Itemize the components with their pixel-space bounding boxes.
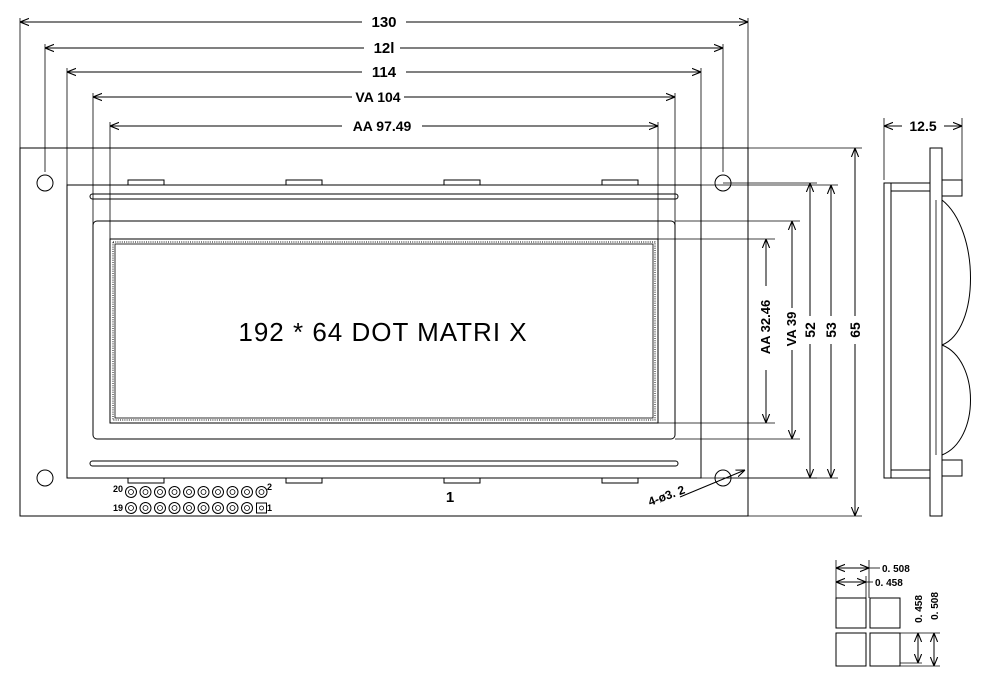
- pixel-cell: [869, 597, 901, 629]
- height-dimensions: AA 32.46 VA 39 52 53 65: [658, 147, 863, 517]
- connector-pad: [226, 486, 239, 498]
- connector-pad: [212, 502, 224, 514]
- pixel-cell: [835, 632, 867, 667]
- connector-pad: [183, 486, 195, 498]
- mounting-hole-top-left: [36, 174, 54, 192]
- pixel-size-vertical: 0. 458: [914, 595, 925, 623]
- connector-pad-hole: [229, 505, 236, 511]
- connector-pad: [139, 486, 152, 498]
- connector-pad: [183, 502, 195, 514]
- connector-pad-hole: [244, 505, 250, 511]
- dim-bezel-height: 53: [823, 322, 839, 338]
- connector-pad: [212, 486, 224, 498]
- dim-view-area-width: VA 104: [355, 89, 400, 105]
- connector-pad: [168, 502, 181, 514]
- pixel-size-horizontal: 0. 458: [875, 578, 903, 589]
- dim-bezel-width: 114: [372, 64, 397, 81]
- connector-pad-hole: [128, 489, 134, 495]
- dim-view-area-height: VA 39: [784, 312, 799, 347]
- width-dimensions: 130 12l 114 VA 104 AA 97.49: [19, 14, 749, 240]
- connector-label-2: 2: [267, 482, 272, 492]
- connector-pad-hole: [171, 489, 178, 495]
- pixel-detail: 0. 508 0. 458 0. 458 0. 508: [835, 560, 941, 667]
- connector-pad: [125, 502, 137, 514]
- module-side-view: 12.5: [883, 118, 971, 517]
- pixel-pitch-vertical: 0. 508: [930, 592, 941, 620]
- active-area: [109, 238, 659, 424]
- connector-pad-hole: [244, 489, 250, 495]
- view-area: [92, 220, 676, 440]
- dim-overall-height: 65: [847, 322, 863, 338]
- hole-callout: 4-ø3. 2: [646, 483, 687, 509]
- connector-pad: [154, 486, 166, 498]
- connector-pad-hole: [229, 489, 236, 495]
- dim-active-area-width: AA 97.49: [353, 118, 412, 134]
- connector-pad-hole: [142, 505, 149, 511]
- dim-active-area-height: AA 32.46: [758, 300, 773, 354]
- connector-pad: [168, 486, 181, 498]
- connector-pad-hole: [259, 505, 264, 511]
- connector-pad-hole: [171, 505, 178, 511]
- connector-pad-hole: [200, 489, 207, 495]
- connector-pad-hole: [142, 489, 149, 495]
- connector-pad: [197, 486, 210, 498]
- connector-pad-hole: [157, 489, 163, 495]
- connector-pad-hole: [215, 489, 221, 495]
- connector-pad-square: [256, 502, 267, 514]
- connector-pad: [241, 502, 253, 514]
- connector-pad-hole: [215, 505, 221, 511]
- pin-one-marker: 1: [446, 489, 454, 506]
- connector-pad: [125, 486, 137, 498]
- dim-overall-width: 130: [371, 14, 396, 31]
- pixel-pitch-horizontal: 0. 508: [882, 564, 910, 575]
- connector-label-1: 1: [267, 503, 272, 513]
- bezel-frame: [66, 184, 702, 479]
- connector-label-20: 20: [113, 484, 123, 494]
- connector-pad-hole: [200, 505, 207, 511]
- connector-pad: [226, 502, 239, 514]
- connector-pad-hole: [157, 505, 163, 511]
- connector-label-19: 19: [113, 503, 123, 513]
- module-front-view: 192 * 64 DOT MATRI X 1 4-ø3. 2: [19, 147, 749, 517]
- connector-pad: [154, 502, 166, 514]
- connector-pad-hole: [258, 489, 265, 495]
- pixel-cell: [869, 632, 901, 667]
- dim-hole-pitch-height: 52: [802, 322, 818, 338]
- connector-pad: [255, 486, 268, 498]
- connector-pad: [241, 486, 253, 498]
- mounting-hole-bottom-left: [36, 469, 54, 487]
- dim-side-thickness: 12.5: [909, 118, 936, 134]
- dim-hole-pitch-width: 12l: [374, 40, 395, 57]
- connector-pad-hole: [186, 489, 192, 495]
- connector-pads: [125, 486, 268, 514]
- connector-pad: [139, 502, 152, 514]
- pixel-cell: [835, 597, 867, 629]
- connector-pad-hole: [128, 505, 134, 511]
- display-caption: 192 * 64 DOT MATRI X: [238, 317, 527, 347]
- connector-pad-hole: [186, 505, 192, 511]
- connector-pad: [197, 502, 210, 514]
